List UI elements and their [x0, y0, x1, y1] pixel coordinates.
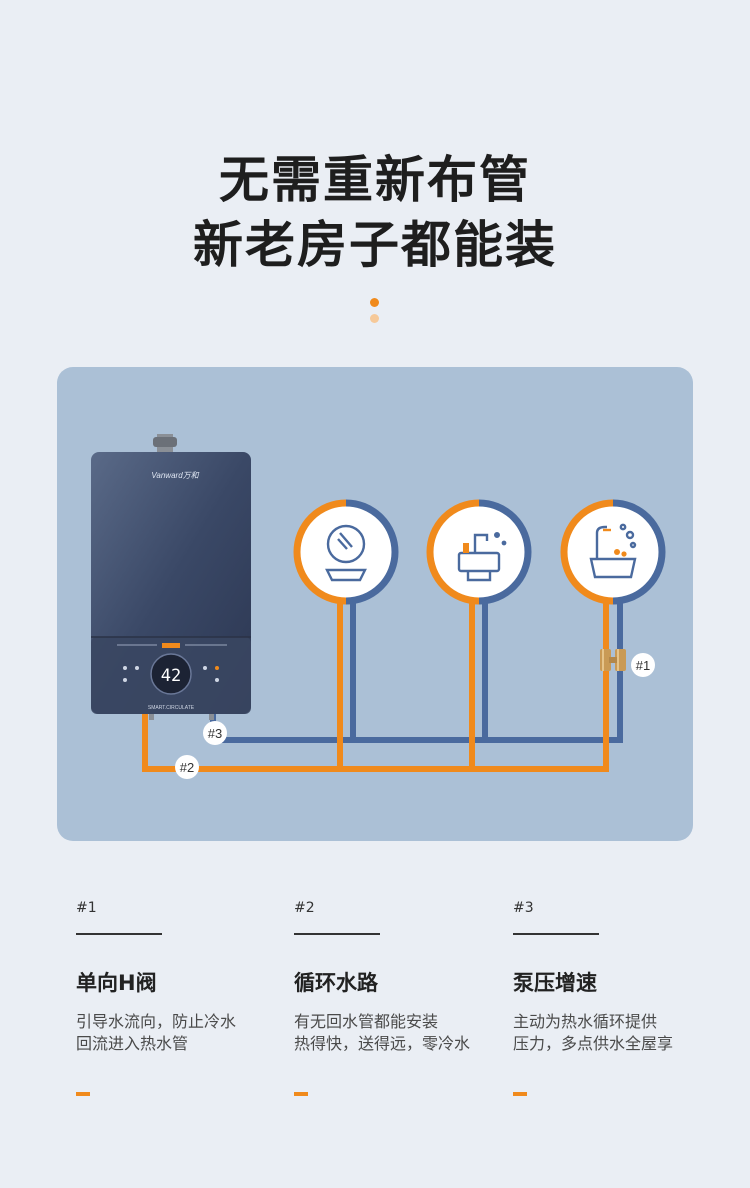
feature-tag: #3 — [513, 900, 534, 916]
feature-desc-line: 主动为热水循环提供 — [513, 1012, 658, 1031]
plumbing-diagram-panel: #1 #2 #3 Vanward万和 42 — [57, 367, 693, 841]
feature-desc-line: 压力，多点供水全屋享 — [513, 1034, 674, 1053]
marker-3: #3 — [203, 721, 227, 745]
feature-title: 泵压增速 — [513, 971, 597, 995]
mirror-basin-icon — [325, 524, 367, 582]
feature-divider — [76, 933, 162, 935]
feature-description: 引导水流向，防止冷水 回流进入热水管 — [76, 1011, 276, 1055]
marker-1: #1 — [631, 653, 655, 677]
feature-desc-line: 引导水流向，防止冷水 — [76, 1012, 237, 1031]
fixture-ring-2 — [426, 499, 532, 605]
kitchen-sink-icon — [457, 531, 507, 582]
h-valve — [600, 649, 626, 671]
feature-tag: #1 — [76, 900, 97, 916]
feature-description: 有无回水管都能安装 热得快，送得远，零冷水 — [294, 1011, 494, 1055]
accent-dot-faded — [370, 314, 379, 323]
fixture-ring-3 — [560, 499, 666, 605]
cold-return-pipe — [210, 552, 623, 743]
bathtub-shower-icon — [589, 523, 637, 579]
feature-desc-line: 回流进入热水管 — [76, 1034, 189, 1053]
fixture-ring-1 — [293, 499, 399, 605]
marker-1-label: #1 — [636, 658, 650, 673]
feature-accent-bar — [513, 1092, 527, 1096]
marker-2-label: #2 — [180, 760, 194, 775]
feature-circulation: #2 循环水路 有无回水管都能安装 热得快，送得远，零冷水 — [294, 900, 494, 1096]
accent-dot — [370, 298, 379, 307]
feature-description: 主动为热水循环提供 压力，多点供水全屋享 — [513, 1011, 713, 1055]
feature-title: 单向H阀 — [76, 971, 157, 995]
feature-tag: #2 — [294, 900, 315, 916]
headline-line-2: 新老房子都能装 — [193, 216, 557, 274]
temperature-display: 42 — [161, 666, 181, 686]
feature-accent-bar — [294, 1092, 308, 1096]
feature-pump: #3 泵压增速 主动为热水循环提供 压力，多点供水全屋享 — [513, 900, 713, 1096]
brand-logo: Vanward万和 — [151, 471, 199, 480]
feature-h-valve: #1 单向H阀 引导水流向，防止冷水 回流进入热水管 — [76, 900, 276, 1096]
feature-accent-bar — [76, 1092, 90, 1096]
feature-desc-line: 有无回水管都能安装 — [294, 1012, 439, 1031]
device-footer-text: SMART.CIRCULATE — [148, 705, 195, 711]
feature-title: 循环水路 — [294, 971, 378, 995]
water-heater: Vanward万和 42 SMART.CIRCULATE — [91, 434, 251, 720]
feature-divider — [294, 933, 380, 935]
plumbing-diagram: #1 #2 #3 Vanward万和 42 — [91, 434, 666, 779]
marker-2: #2 — [175, 755, 199, 779]
feature-divider — [513, 933, 599, 935]
feature-desc-line: 热得快，送得远，零冷水 — [294, 1034, 471, 1053]
marker-3-label: #3 — [208, 726, 222, 741]
headline-line-1: 无需重新布管 — [219, 151, 531, 209]
